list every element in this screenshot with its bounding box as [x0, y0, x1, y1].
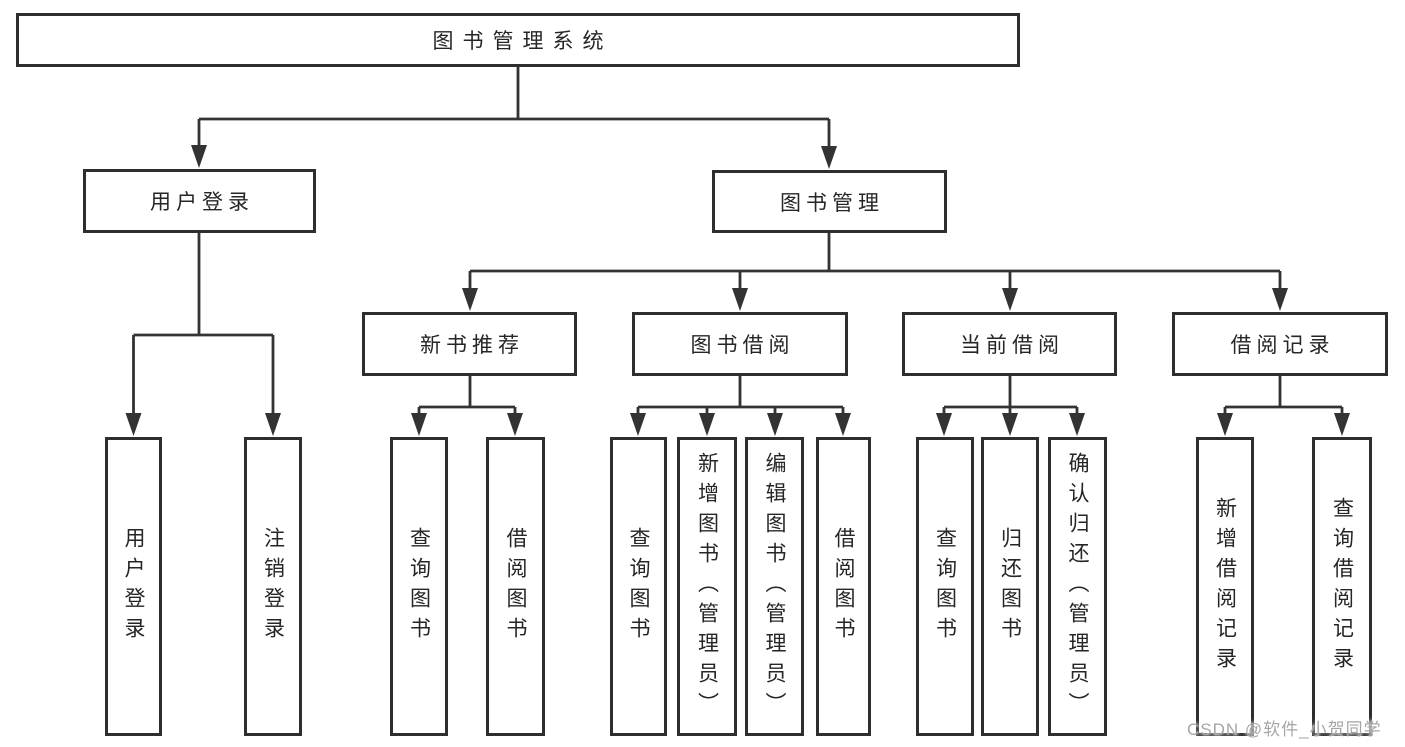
csdn-watermark: CSDN @软件_小贺同学 [1187, 720, 1382, 739]
connector-userlogin-to-leaves [132, 233, 275, 418]
leaf-borrow-borrow-book: 借阅图书 [816, 437, 871, 736]
connector-newbooks-to-leaves [417, 376, 517, 418]
node-new-book-recommend: 新书推荐 [362, 312, 577, 376]
leaf-current-return-book: 归还图书 [981, 437, 1039, 736]
node-root-system: 图书管理系统 [16, 13, 1020, 67]
leaf-label: 归还图书 [998, 526, 1022, 647]
node-book-management: 图书管理 [712, 170, 947, 233]
leaf-records-query-record: 查询借阅记录 [1312, 437, 1372, 736]
connector-bookmgmt-to-modules [468, 233, 1282, 293]
node-book-borrow: 图书借阅 [632, 312, 848, 376]
leaf-label: 编辑图书（管理员） [763, 451, 786, 722]
leaf-label: 查询图书 [933, 526, 957, 647]
connector-root-to-level2 [197, 67, 831, 151]
leaf-borrow-edit-book-admin: 编辑图书（管理员） [745, 437, 804, 736]
leaf-label: 新增图书（管理员） [695, 451, 719, 722]
leaf-label: 注销登录 [261, 526, 285, 647]
leaf-newbooks-borrow-book: 借阅图书 [486, 437, 545, 736]
node-user-login: 用户登录 [83, 169, 316, 233]
leaf-label: 查询图书 [407, 526, 431, 647]
leaf-records-add-record: 新增借阅记录 [1196, 437, 1254, 736]
leaf-label: 查询借阅记录 [1330, 496, 1354, 677]
leaf-current-query-book: 查询图书 [916, 437, 974, 736]
leaf-label: 借阅图书 [504, 526, 527, 647]
node-current-borrow: 当前借阅 [902, 312, 1117, 376]
connector-bookborrow-to-leaves [636, 376, 845, 418]
leaf-label: 确认归还（管理员） [1066, 451, 1089, 722]
node-borrow-records: 借阅记录 [1172, 312, 1388, 376]
leaf-label: 借阅图书 [832, 526, 855, 647]
leaf-user-login: 用户登录 [105, 437, 162, 736]
leaf-borrow-query-book: 查询图书 [610, 437, 667, 736]
leaf-label: 用户登录 [122, 526, 145, 647]
leaf-newbooks-query-book: 查询图书 [390, 437, 448, 736]
leaf-logout: 注销登录 [244, 437, 302, 736]
leaf-label: 新增借阅记录 [1213, 496, 1237, 677]
connector-borrowrecords-to-leaves [1223, 376, 1344, 418]
connector-currentborrow-to-leaves [942, 376, 1079, 418]
leaf-label: 查询图书 [627, 526, 650, 647]
leaf-borrow-add-book-admin: 新增图书（管理员） [677, 437, 737, 736]
leaf-current-confirm-return-admin: 确认归还（管理员） [1048, 437, 1107, 736]
